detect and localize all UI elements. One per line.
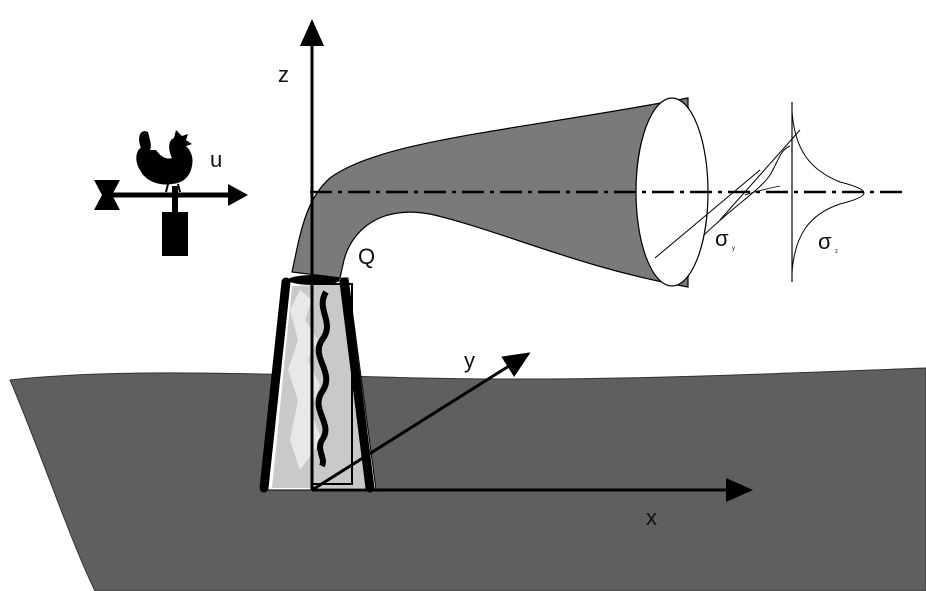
plume-diagonal [654, 169, 761, 259]
y-axis [311, 352, 531, 492]
rooster-icon [136, 130, 193, 193]
weather-vane-icon [94, 130, 248, 256]
wind-speed-label: u [210, 147, 222, 172]
smokestack-icon [259, 275, 377, 493]
sigma-z-label: σ [818, 229, 832, 254]
y-axis-label: y [464, 348, 475, 373]
sigma-y-curve [703, 145, 791, 236]
ground-plane [9, 367, 926, 591]
sigma-z-subscript: z [835, 249, 838, 255]
sigma-y-label: σ [715, 226, 729, 251]
x-axis-label: x [646, 505, 657, 530]
sigma-y-subscript: y [732, 246, 735, 252]
z-axis-label: z [278, 62, 289, 87]
sigma-y-axis [719, 129, 801, 221]
emission-rate-label: Q [358, 244, 375, 269]
